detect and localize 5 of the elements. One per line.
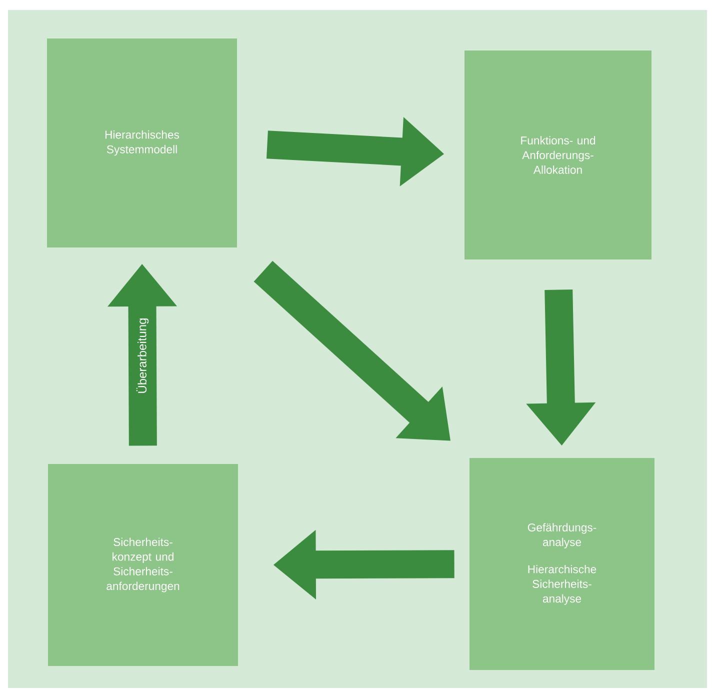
process-box: Gefährdungs- analyse Hierarchische Sicherheits- analyse — [470, 458, 654, 670]
process-box: Sicherheits- konzept und Sicherheits- anforderungen — [48, 464, 238, 666]
process-box: Funktions- und Anforderungs- Allokation — [464, 50, 652, 260]
process-box: Hierarchisches Systemmodell — [47, 38, 237, 248]
edge-label: Überarbeitung — [134, 316, 150, 396]
